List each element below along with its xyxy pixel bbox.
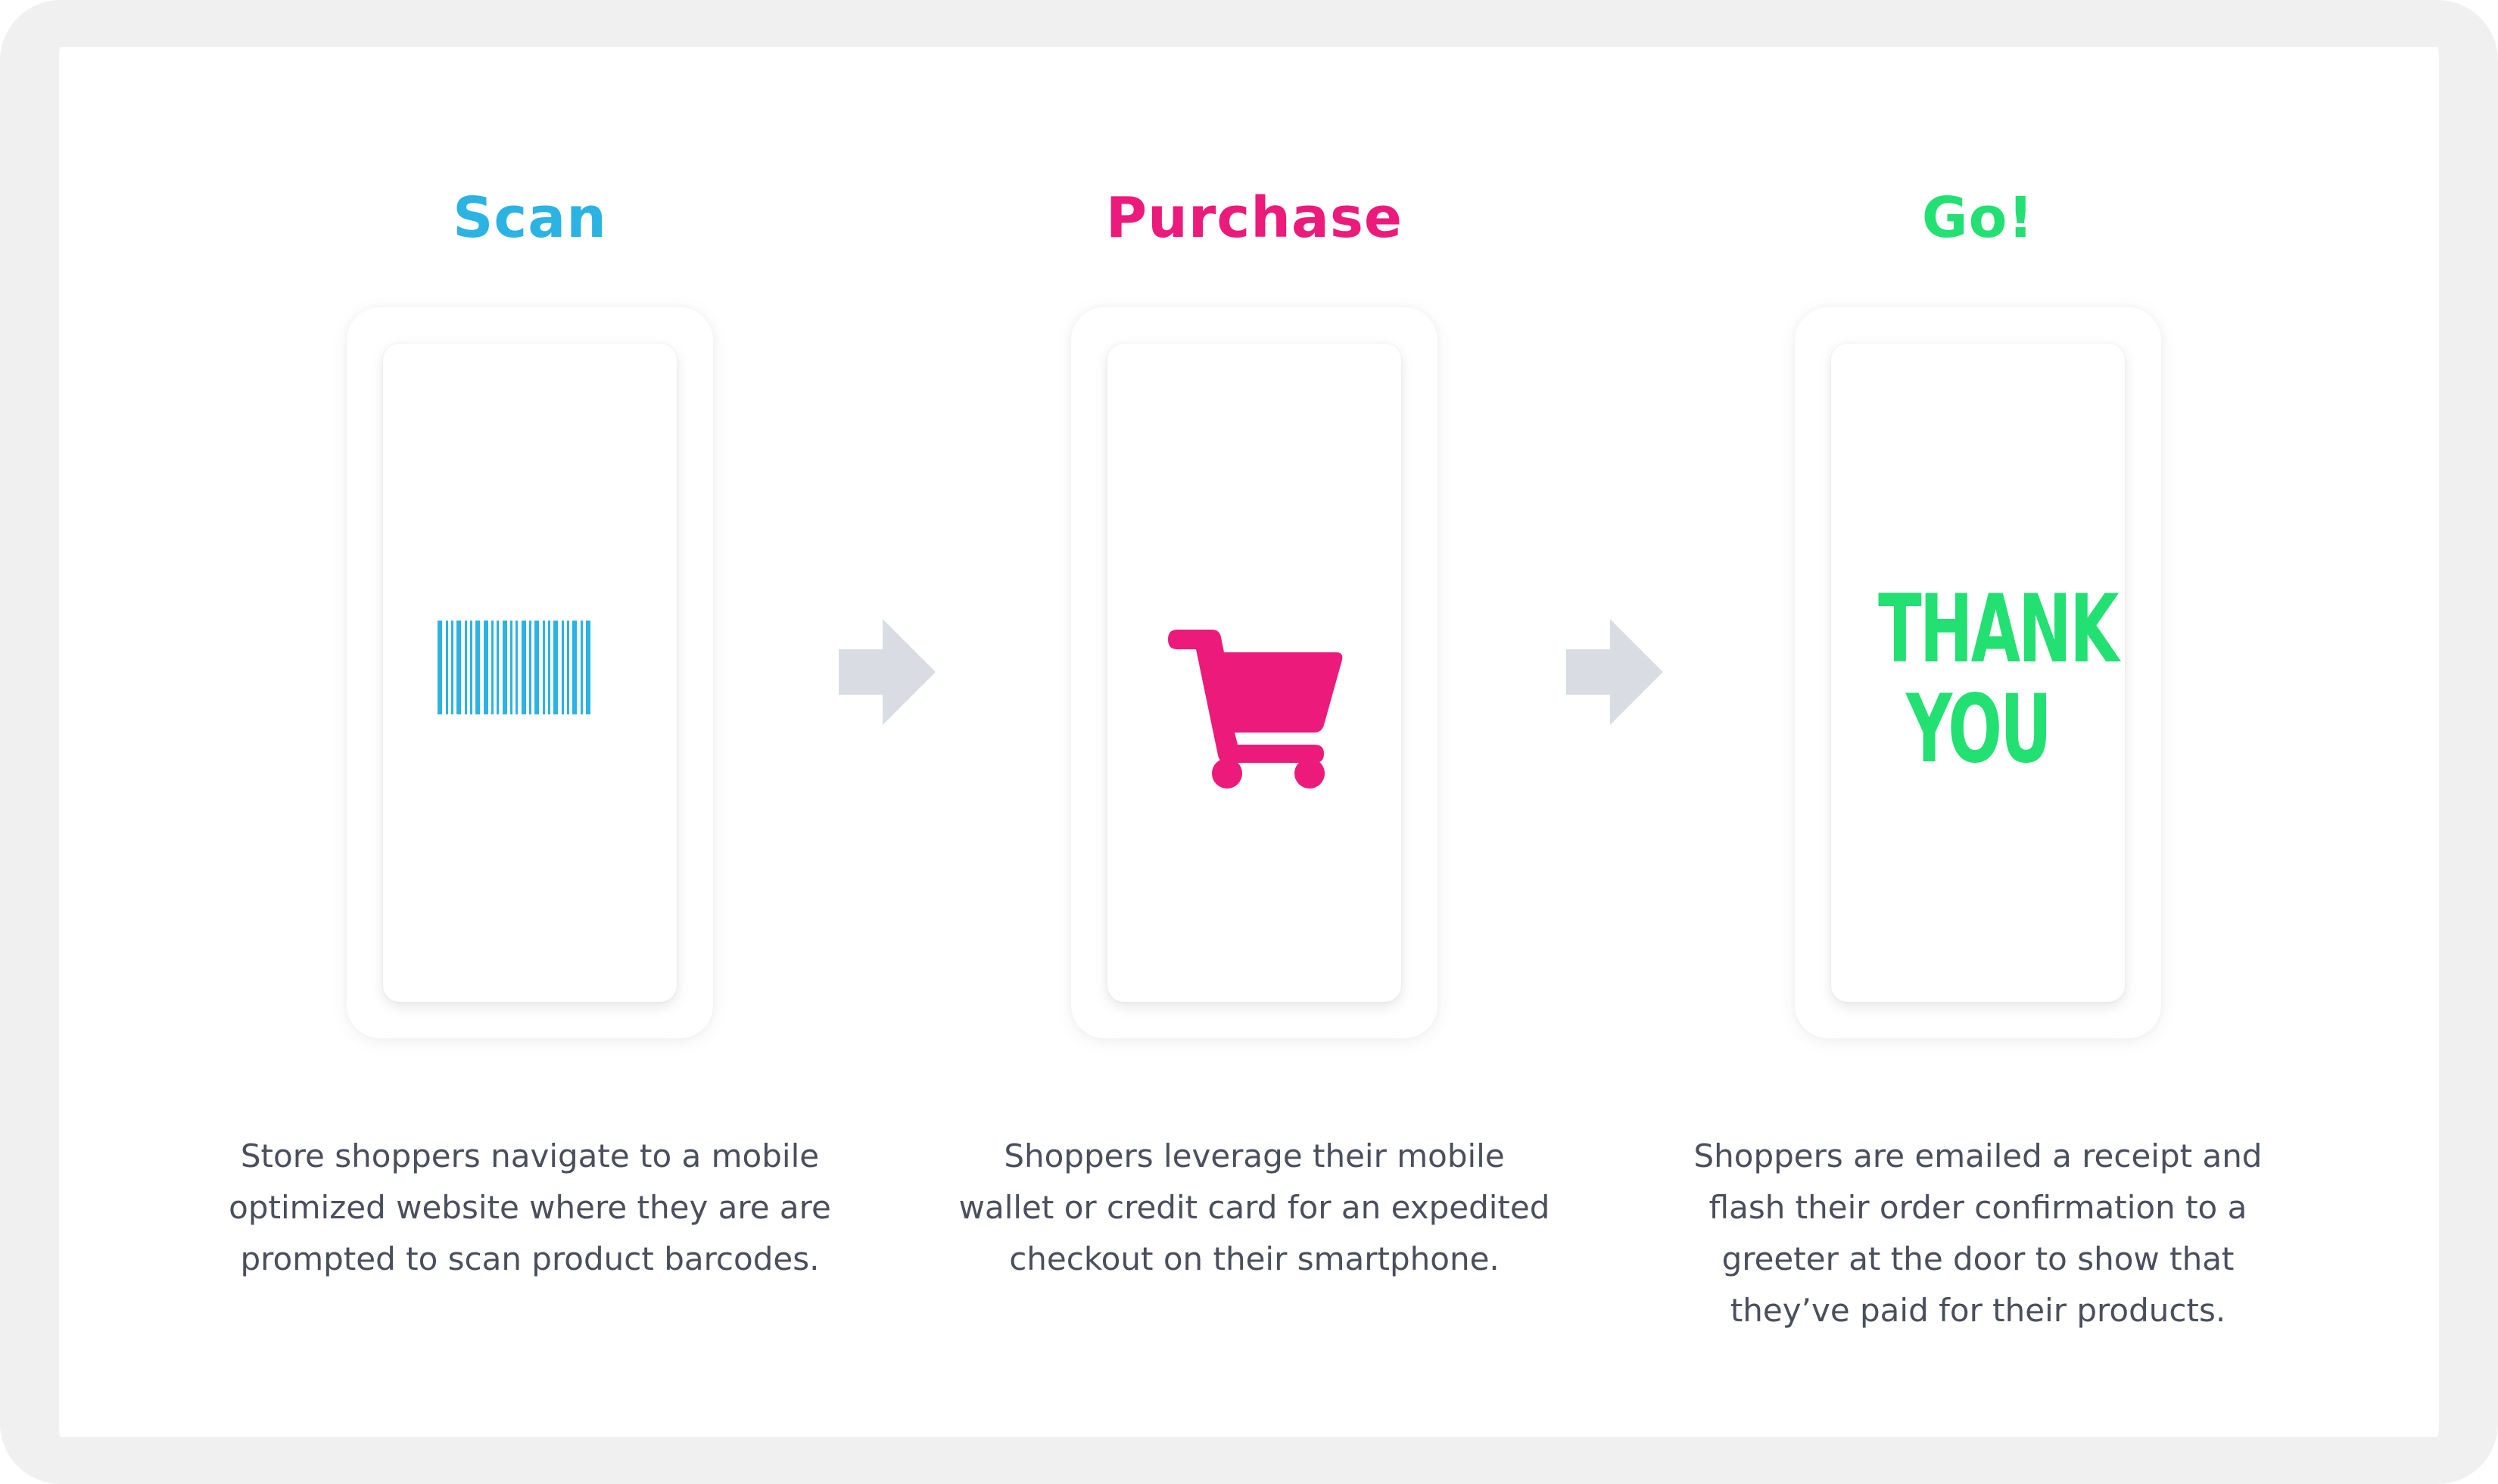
barcode-bar [470,621,472,714]
barcode-bar [438,621,442,714]
barcode-bar [581,621,583,714]
phone-screen: THANK YOU [1831,344,2125,1002]
barcode-bar [497,621,499,714]
step-description: Store shoppers navigate to a mobile opti… [229,1137,831,1277]
barcode-bar [484,621,488,714]
phone-screen [383,344,677,1002]
barcode-bar [491,621,494,714]
barcode-bar [543,621,545,714]
barcode-bar [529,621,531,714]
arrow-right-icon [1566,619,1663,725]
barcode-bar [572,621,577,714]
step-description: Shoppers are emailed a receipt and flash… [1693,1137,2263,1329]
phone-mockup [1071,307,1437,1038]
arrow-right-icon [839,619,936,725]
barcode-bar [475,621,480,714]
step-title: Go! [1921,185,2035,250]
barcode-bar [515,621,518,714]
barcode-bar [503,621,507,714]
step-description: Shoppers leverage their mobile wallet or… [958,1137,1550,1277]
barcode-bar [465,621,467,714]
thank-you-line-2: YOU [1905,675,2052,784]
barcode-bar [586,621,590,714]
barcode-bar [534,621,539,714]
step-purchase: Purchase Shoppers leverage their mobile … [952,0,1557,1484]
barcode-bar [451,621,453,714]
barcode-bar [567,621,569,714]
barcode-icon [438,621,590,714]
barcode-bar [553,621,558,714]
barcode-bar [548,621,550,714]
phone-mockup [347,307,713,1038]
step-scan: Scan Store shoppers navigate to a mobile… [227,0,833,1484]
barcode-bar [446,621,448,714]
step-go: Go! THANK YOU Shoppers are emailed a rec… [1675,0,2281,1484]
phone-mockup: THANK YOU [1795,307,2161,1038]
step-title: Scan [453,185,607,250]
thank-you-line-1: THANK [1878,575,2119,684]
barcode-bar [522,621,526,714]
barcode-bar [456,621,461,714]
phone-screen [1107,344,1401,1002]
shopping-cart-icon [1168,630,1343,789]
barcode-bar [562,621,564,714]
thank-you-message: THANK YOU [1878,575,2119,784]
barcode-bar [510,621,512,714]
step-title: Purchase [1105,185,1403,250]
